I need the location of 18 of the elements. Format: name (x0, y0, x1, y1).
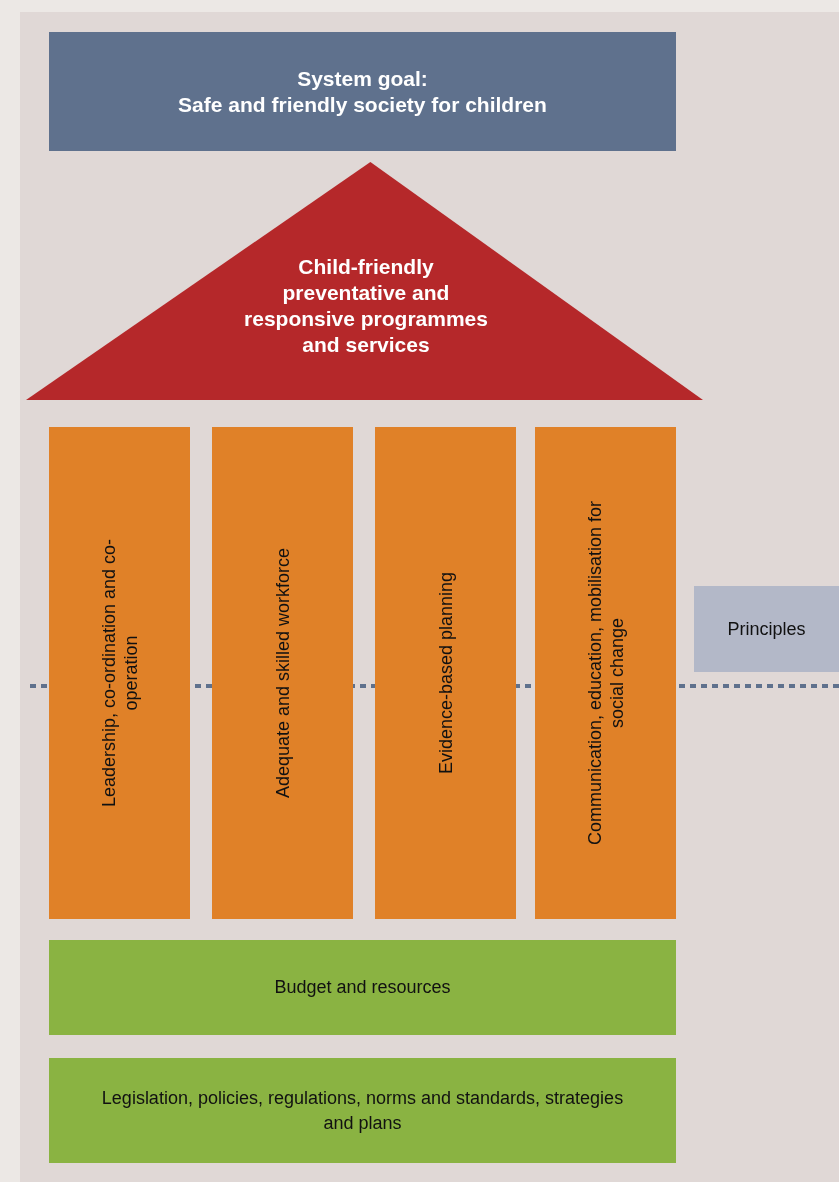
principles-box (694, 586, 839, 672)
bar-label: Legislation, policies, regulations, norms and standards, strategies and plans (100, 1086, 625, 1135)
bar-label: Principles (726, 617, 807, 641)
roof-text: Child-friendly preventative and responsive programmes and services (243, 254, 489, 358)
bar-label: Budget and resources (273, 976, 452, 999)
pillar-label: Leadership, co-ordination and co-operation (97, 537, 142, 810)
pillar-bar (535, 427, 676, 919)
foundation-bar (49, 940, 676, 1035)
foundation-bar (49, 1058, 676, 1163)
pillar-label: Evidence-based planning (434, 570, 457, 777)
goal-text: Safe and friendly society for children (177, 91, 548, 118)
pillar-bar (212, 427, 353, 919)
pillar-label: Adequate and skilled workforce (271, 546, 294, 801)
pillar-bar (375, 427, 516, 919)
goal-banner (49, 32, 676, 151)
pillar-bar (49, 427, 190, 919)
pillar-label: Communication, education, mobilisation for social change (583, 499, 628, 848)
goal-text: System goal: (296, 65, 429, 92)
